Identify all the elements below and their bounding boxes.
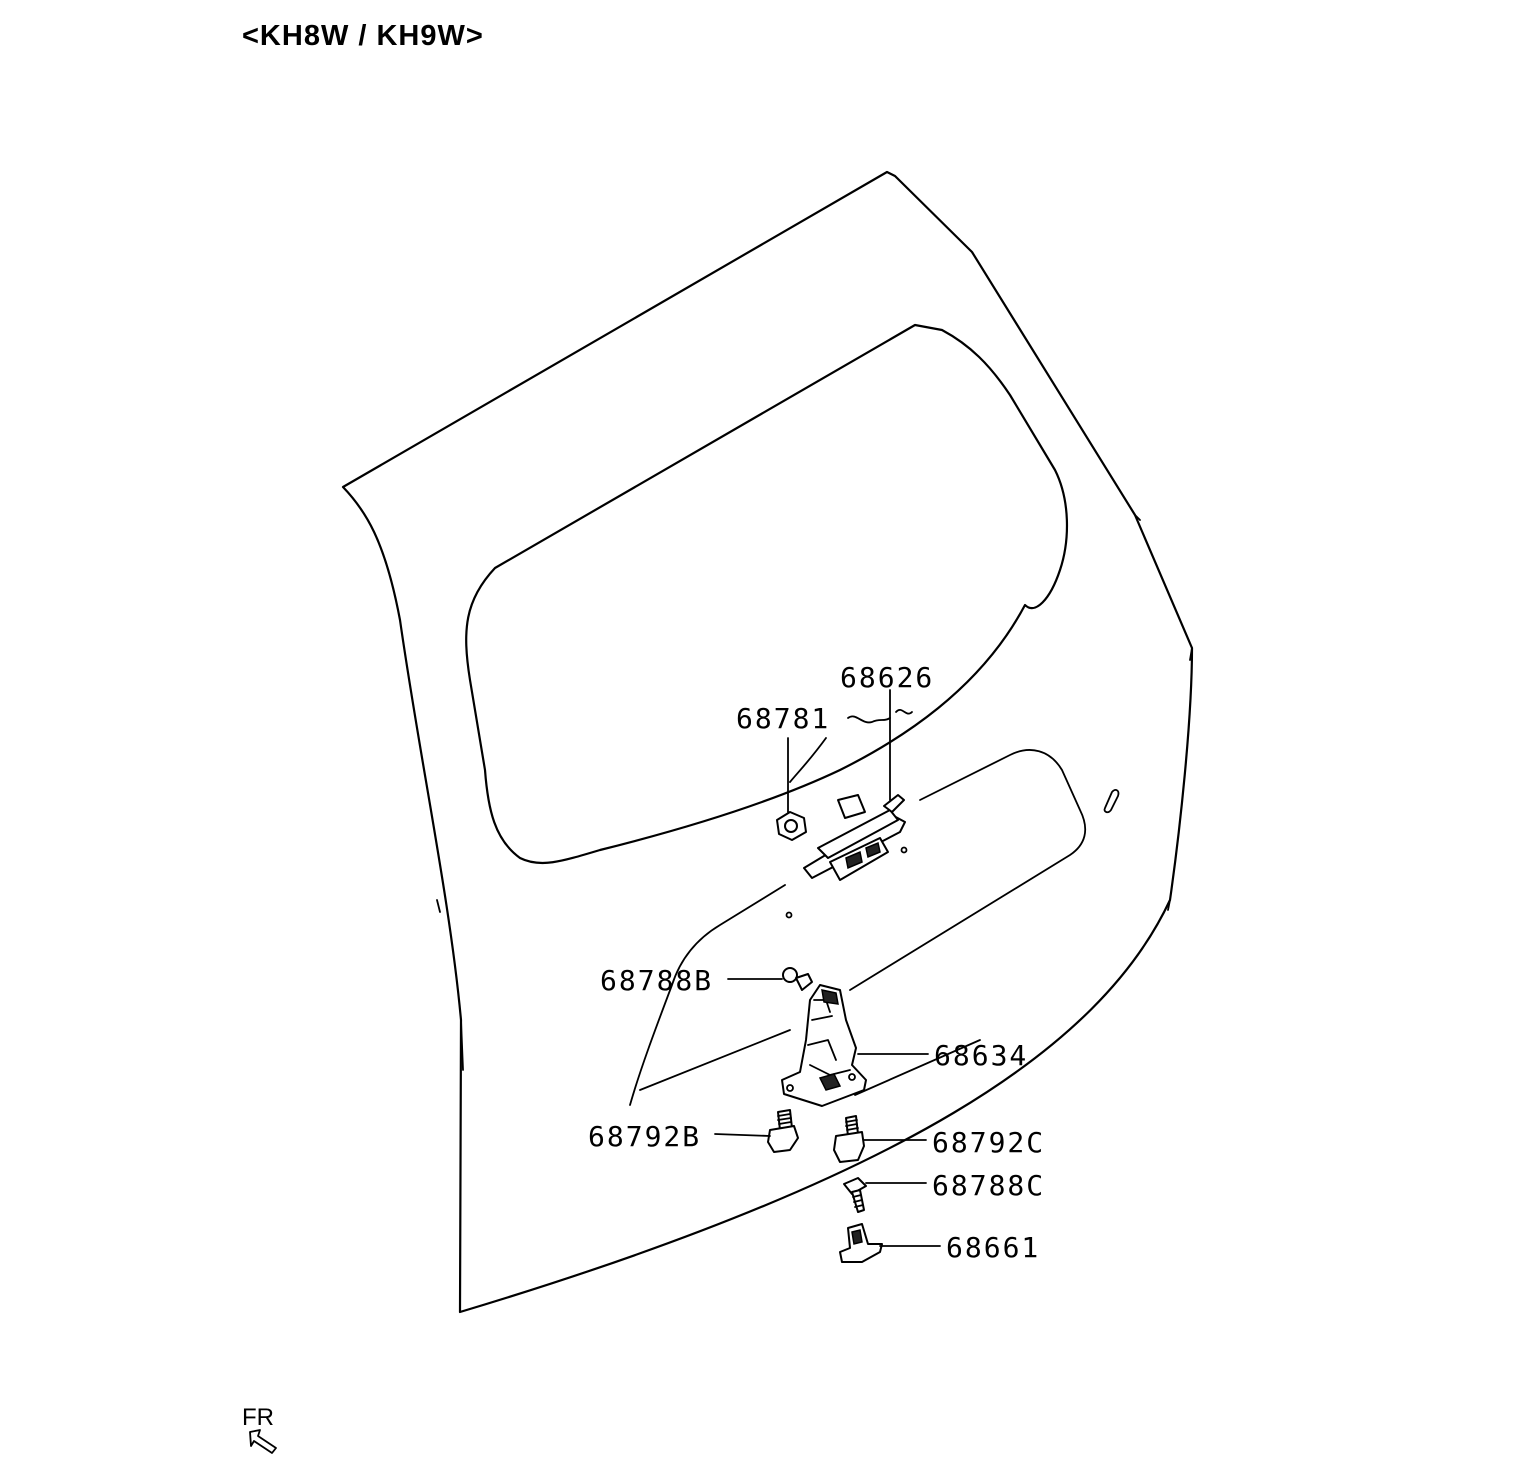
bolt-68792B (767, 1109, 799, 1153)
tailgate-hole-small (900, 846, 908, 854)
leader-lines (714, 689, 941, 1247)
callout-68626: 68626 (840, 661, 934, 694)
callout-68661: 68661 (946, 1231, 1040, 1264)
tailgate-slot-hole (1103, 789, 1120, 814)
tailgate-hole-small-2 (785, 911, 793, 919)
front-arrow-icon (249, 1429, 277, 1454)
rear-window-outline (465, 323, 1069, 865)
callout-68634: 68634 (934, 1039, 1028, 1072)
screw-68788B (782, 967, 813, 991)
callout-68788B: 68788B (600, 964, 713, 997)
callout-68792C: 68792C (932, 1126, 1045, 1159)
diagram-title: <KH8W / KH9W> (242, 20, 484, 52)
lower-trim-outline (629, 749, 1087, 1106)
callout-68788C: 68788C (932, 1169, 1045, 1202)
bolt-68792C (833, 1115, 865, 1163)
callout-68792B: 68792B (588, 1120, 701, 1153)
bracket-68661 (839, 1223, 883, 1263)
tailgate-outline (341, 170, 1194, 1314)
screw-68788C (843, 1177, 867, 1213)
front-direction-label: FR (242, 1404, 274, 1431)
tailgate-edge-detail (436, 514, 1193, 1071)
latch-68634 (781, 984, 867, 1107)
nut-68781 (776, 811, 807, 841)
handle-assembly-68626 (803, 794, 906, 881)
callout-68781: 68781 (736, 702, 830, 735)
